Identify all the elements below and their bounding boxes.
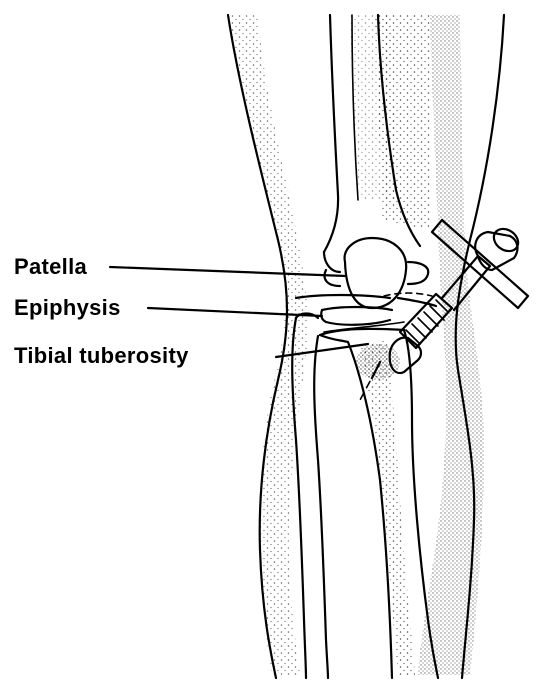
fibula-outline-right — [314, 336, 328, 678]
epiphysis-label: Epiphysis — [14, 297, 121, 319]
femur-outline-left — [324, 15, 338, 252]
tibia-shading — [360, 340, 415, 675]
tibia-plateau — [320, 329, 404, 335]
joint-line-dashed — [384, 293, 432, 296]
epiphysis — [321, 307, 392, 325]
condyle-right — [408, 262, 428, 284]
patella-label: Patella — [14, 256, 87, 278]
tuberosity-shading — [356, 344, 400, 380]
patella-leader-line — [110, 267, 346, 276]
condyle-left — [324, 252, 340, 286]
tibial-tuberosity-label: Tibial tuberosity — [14, 345, 189, 367]
joint-line — [296, 295, 436, 306]
left-soft-tissue-shading — [228, 15, 308, 675]
